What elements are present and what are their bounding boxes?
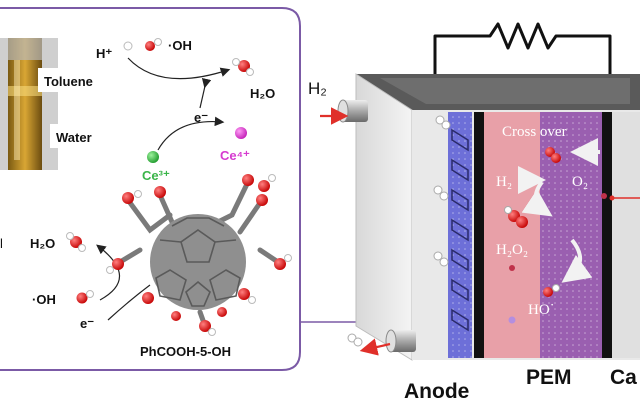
hydroxyl-radical-cell: [543, 284, 560, 297]
outlet-pipe: [385, 329, 416, 353]
toluene-tag: [38, 68, 108, 92]
ce4-ion: [235, 127, 247, 139]
water-tag: [50, 124, 112, 148]
cathode-label: Ca: [610, 366, 637, 389]
anode-label: Anode: [404, 380, 469, 400]
flow-channels: [451, 128, 469, 332]
proton-atom: [123, 41, 133, 51]
ce-oxidation-arrow: [157, 116, 225, 151]
pem-label: PEM: [526, 366, 572, 389]
reaction-arrow-1: [521, 180, 553, 217]
water-label: Water: [56, 130, 92, 145]
fuel-cell: Cross over H₂ O₂ H₂O₂ HO˙ H₂: [308, 22, 640, 400]
reaction-arrow-2: [561, 238, 593, 283]
cathode-particle: [601, 193, 607, 199]
water-top-label: H₂O: [250, 86, 275, 101]
external-circuit: [433, 22, 612, 74]
combine-arrow: [127, 57, 231, 80]
electron-left-label: e⁻: [80, 316, 94, 331]
ce3-label: Ce³⁺: [142, 168, 170, 183]
h2-inlet-label: H₂: [308, 79, 327, 98]
cathode-plate: [612, 112, 640, 358]
water-molecule-left: [66, 232, 86, 252]
crossover-molecule: [545, 147, 561, 163]
peroxide-molecule: [504, 206, 528, 228]
water-left-label: H₂O: [30, 236, 55, 251]
hydroxyl-left-label: ·OH: [32, 292, 56, 307]
h2o2-label: H₂O₂: [496, 242, 528, 258]
hydroxyl-radical-top: [145, 38, 162, 51]
ce-particle: [508, 316, 516, 324]
ho-radical-label: HO˙: [528, 302, 555, 318]
hydroxyl-top-label: ·OH: [168, 38, 192, 53]
ce4-label: Ce⁴⁺: [220, 148, 250, 163]
o2-inside-label: O₂: [572, 174, 588, 190]
mechanism-panel: Toluene Water H⁺ ·OH H₂O e⁻ Ce³⁺ Ce⁴⁺ l …: [0, 7, 301, 371]
electron-up-arrow: [199, 77, 212, 109]
electron-feed-line: [107, 284, 151, 321]
water-molecule-top: [232, 58, 254, 76]
molecule-name-label: PhCOOH-5-OH: [140, 344, 231, 359]
toluene-label: Toluene: [44, 74, 93, 89]
cross-over-label: Cross over: [502, 124, 567, 140]
reduction-arrow: [96, 244, 121, 301]
ce3-ion: [147, 151, 159, 163]
hydrogen-bubbles: [347, 115, 451, 347]
h2-inlet-pipe: [337, 99, 368, 123]
vial-photo: [0, 38, 58, 170]
hydroxyl-radical-left: [76, 290, 94, 304]
cell-top-inner: [380, 78, 630, 104]
fullerene-molecule: [106, 174, 292, 336]
edge-fragment-label: l: [0, 236, 3, 251]
membrane-particle: [509, 265, 515, 271]
h2-inside-label: H₂: [496, 174, 512, 190]
outlet-arrow: [359, 338, 391, 356]
anode-electrode: [474, 112, 484, 358]
cathode-electrode: [602, 112, 612, 358]
proton-label: H⁺: [96, 46, 112, 61]
